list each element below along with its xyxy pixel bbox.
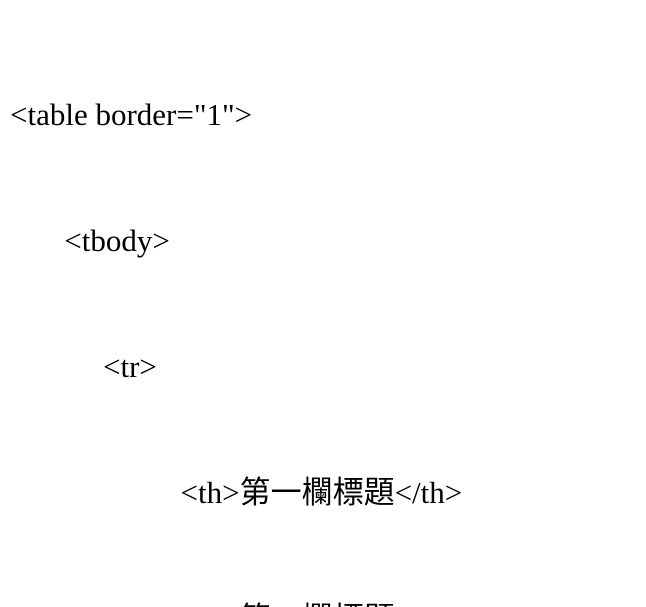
code-line: <tr> [10, 349, 157, 384]
code-line: <th>第一欄標題</th> [10, 475, 463, 510]
code-block: <table border="1"> <tbody> <tr> <th>第一欄標… [10, 10, 646, 607]
code-line: <tbody> [10, 223, 170, 258]
code-line: <table border="1"> [10, 97, 253, 132]
code-line: <th>第二欄標題</th> [10, 598, 646, 607]
